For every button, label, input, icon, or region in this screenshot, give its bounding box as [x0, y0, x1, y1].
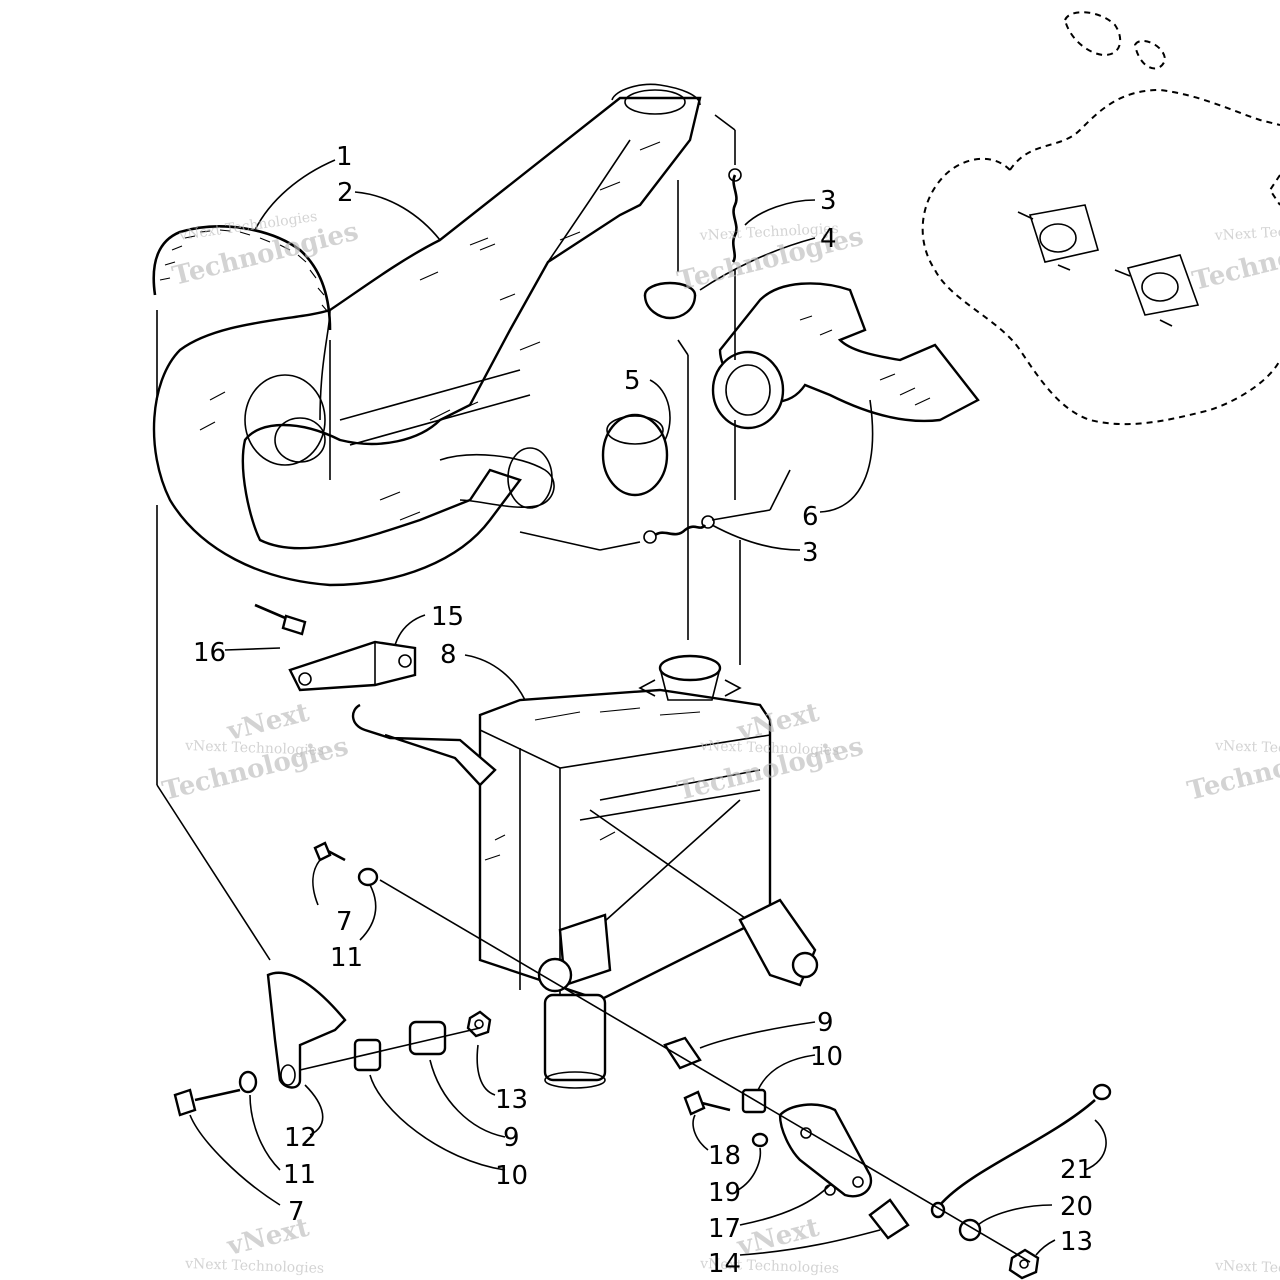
part-label: 4	[820, 224, 837, 254]
part-labels: 1 2 3 4 5 6 3 15 16 8 7 11 9 10 13 12 9 …	[193, 142, 1093, 1279]
watermark-text: vNext Technologies	[699, 1256, 840, 1277]
washer-part-11-upper	[357, 867, 379, 887]
ground-wire-part-21	[930, 1083, 1112, 1219]
watermark-text: vNext Technologies	[699, 738, 840, 759]
engine-outline	[921, 11, 1280, 426]
part-label: 14	[708, 1249, 741, 1279]
muffler-part-8	[351, 654, 819, 1089]
part-label: 9	[817, 1008, 834, 1038]
washer-part-19	[751, 1132, 769, 1148]
watermark-text: vNext Technologies	[1213, 221, 1280, 244]
part-label: 13	[495, 1085, 528, 1115]
watermark-text: vNext Technologies	[698, 221, 839, 244]
part-label: 19	[708, 1178, 741, 1208]
part-label: 5	[624, 366, 641, 396]
engine-port-left	[1017, 204, 1100, 271]
part-label: 10	[495, 1161, 528, 1191]
bracket-part-15	[288, 640, 417, 692]
watermark-text: vNext Technologies	[1214, 738, 1280, 759]
spring-part-1	[152, 225, 332, 331]
star-washer-part-20	[958, 1218, 982, 1242]
bolt-part-18	[683, 1090, 731, 1116]
part-label: 3	[802, 538, 819, 568]
manifold-part-6	[711, 282, 980, 430]
part-label: 7	[336, 907, 353, 937]
washer-part-11-lower	[238, 1070, 258, 1094]
part-label: 12	[284, 1123, 317, 1153]
spring-part-3-lower	[643, 515, 715, 544]
bracket-part-17	[778, 1103, 873, 1198]
part-label: 7	[288, 1197, 305, 1227]
part-label: 20	[1060, 1192, 1093, 1222]
part-label: 1	[336, 142, 353, 172]
part-label: 13	[1060, 1227, 1093, 1257]
grommet-part-4	[643, 281, 697, 320]
watermark-text: vNext Technologies	[184, 1256, 325, 1277]
stud-part-14	[868, 1198, 910, 1240]
nut-part-13-right	[1008, 1248, 1040, 1280]
part-label: 8	[440, 640, 457, 670]
leader-lines	[189, 159, 1107, 1256]
part-label: 16	[193, 638, 226, 668]
part-label: 21	[1060, 1155, 1093, 1185]
exhaust-pipe	[152, 83, 702, 587]
watermark-text: vNext Technologies	[184, 738, 325, 759]
assembly-lines	[156, 114, 1031, 1263]
rivet-part-16	[254, 603, 307, 636]
spring-part-3-upper	[728, 168, 742, 263]
part-label: 3	[820, 186, 837, 216]
watermark-text: vNext Technologies	[1214, 1258, 1280, 1279]
part-label: 10	[810, 1042, 843, 1072]
sleeve-part-10-right	[741, 1088, 767, 1114]
part-label: 11	[330, 943, 363, 973]
part-label: 18	[708, 1141, 741, 1171]
part-label: 11	[283, 1160, 316, 1190]
bolt-part-7-lower	[173, 1088, 241, 1117]
part-label: 6	[802, 502, 819, 532]
nut-part-13-left	[466, 1010, 492, 1038]
part-label: 17	[708, 1214, 741, 1244]
engine-port-right	[1114, 254, 1200, 327]
part-label: 15	[431, 602, 464, 632]
bushing-part-9-left	[408, 1020, 447, 1056]
part-label: 9	[503, 1123, 520, 1153]
bolt-part-7-upper	[313, 841, 346, 862]
bracket-part-12	[266, 971, 347, 1089]
watermark-text: vNext	[733, 1213, 822, 1262]
bushing-part-9-right	[663, 1036, 702, 1070]
seal-ring-part-5	[601, 413, 669, 497]
part-label: 2	[337, 178, 354, 208]
